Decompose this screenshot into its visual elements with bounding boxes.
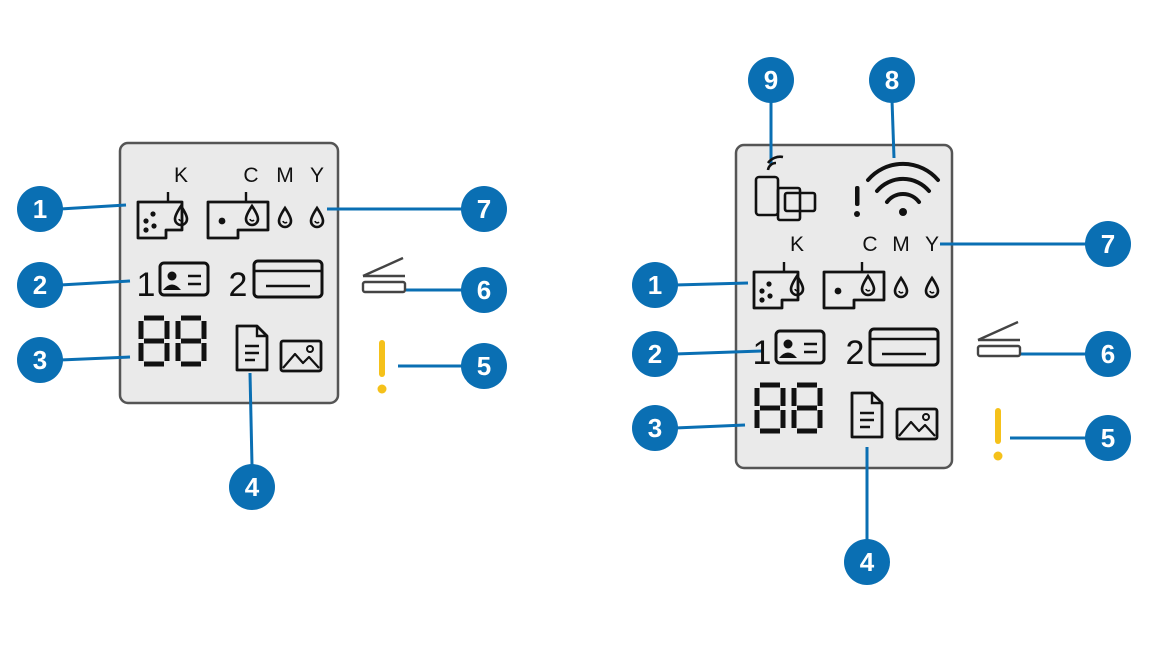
callout-9: 9 [748,57,794,103]
scan-icon [361,256,407,294]
wifi-dot [899,208,907,216]
svg-text:7: 7 [1101,229,1115,259]
callout-3: 3 [17,337,63,383]
copy-label-two: 2 [846,334,865,372]
copy-label-one: 1 [137,266,156,304]
ink-label-black: K [174,164,188,187]
svg-text:1: 1 [33,194,47,224]
left-panel: K C M Y 1 2 1 [17,141,507,510]
callout-4: 4 [229,464,275,510]
svg-text:7: 7 [477,194,491,224]
callout-8: 8 [869,57,915,103]
callout-2: 2 [17,262,63,308]
callout-2: 2 [632,331,678,377]
svg-text:2: 2 [648,339,662,369]
copy-label-one: 1 [753,334,772,372]
svg-text:6: 6 [1101,339,1115,369]
ink-label-yellow: Y [310,164,324,187]
callout-5: 5 [461,343,507,389]
svg-text:2: 2 [33,270,47,300]
svg-text:9: 9 [764,65,778,95]
svg-text:5: 5 [477,351,491,381]
callout-4: 4 [844,539,890,585]
wifi-alert-icon [854,186,860,217]
ink-label-magenta: M [276,164,294,187]
svg-text:1: 1 [648,270,662,300]
svg-text:4: 4 [245,472,260,502]
right-leader-lines [674,99,1086,540]
svg-text:3: 3 [33,345,47,375]
ink-label-black: K [790,233,804,256]
wifi-icon [866,161,940,204]
copy-label-two: 2 [229,266,248,304]
callout-7: 7 [1085,221,1131,267]
right-display-frame [734,143,954,470]
callout-1: 1 [632,262,678,308]
callout-7: 7 [461,186,507,232]
warning-icon [377,340,387,394]
ink-label-magenta: M [892,233,910,256]
ink-label-cyan: C [862,233,877,256]
ink-label-cyan: C [243,164,258,187]
right-panel: K C M Y 1 2 9 [632,57,1131,585]
warning-icon [993,408,1003,461]
callout-5: 5 [1085,415,1131,461]
svg-text:6: 6 [477,275,491,305]
svg-text:8: 8 [885,65,899,95]
callout-6: 6 [1085,331,1131,377]
callout-6: 6 [461,267,507,313]
svg-text:5: 5 [1101,423,1115,453]
wifi-direct-icon [754,155,817,222]
svg-text:4: 4 [860,547,875,577]
callout-1: 1 [17,186,63,232]
svg-text:3: 3 [648,413,662,443]
ink-label-yellow: Y [925,233,939,256]
left-leader-lines [59,203,462,466]
scan-icon [976,320,1022,358]
callout-3: 3 [632,405,678,451]
